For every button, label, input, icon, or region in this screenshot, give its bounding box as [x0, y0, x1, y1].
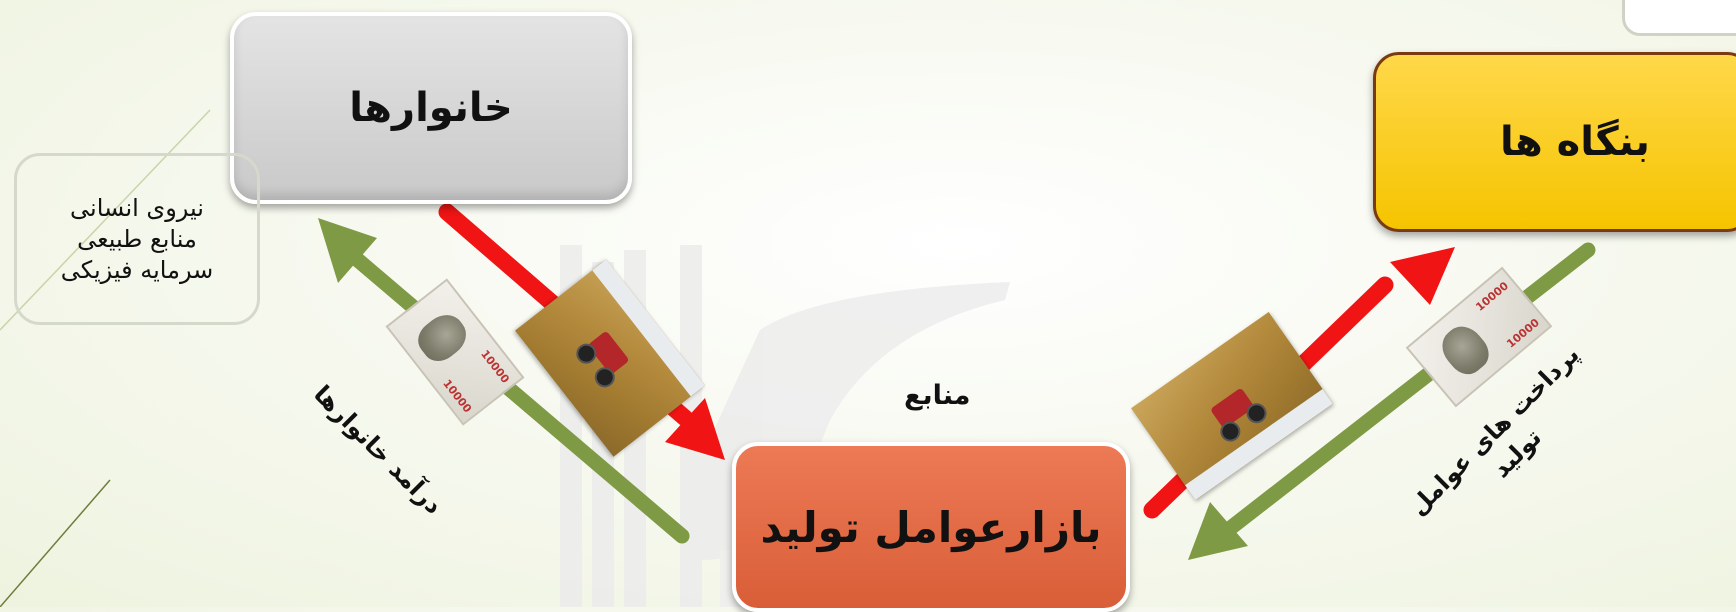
- banknote-value: 10000: [1473, 279, 1511, 314]
- factor-market-box: بازارعوامل تولید: [732, 442, 1130, 612]
- resources-label: منابع: [904, 380, 970, 411]
- firms-label: بنگاه ها: [1500, 119, 1650, 165]
- resource-item: نیروی انسانی: [70, 193, 204, 224]
- factor-market-label: بازارعوامل تولید: [760, 503, 1101, 552]
- households-label: خانوارها: [349, 85, 512, 131]
- households-box: خانوارها: [230, 12, 632, 204]
- resource-item: سرمایه فیزیکی: [61, 255, 214, 286]
- resource-item: منابع طبیعی: [77, 224, 197, 255]
- firms-box: بنگاه ها: [1373, 52, 1736, 232]
- resources-list-box: نیروی انسانی منابع طبیعی سرمایه فیزیکی: [14, 153, 260, 325]
